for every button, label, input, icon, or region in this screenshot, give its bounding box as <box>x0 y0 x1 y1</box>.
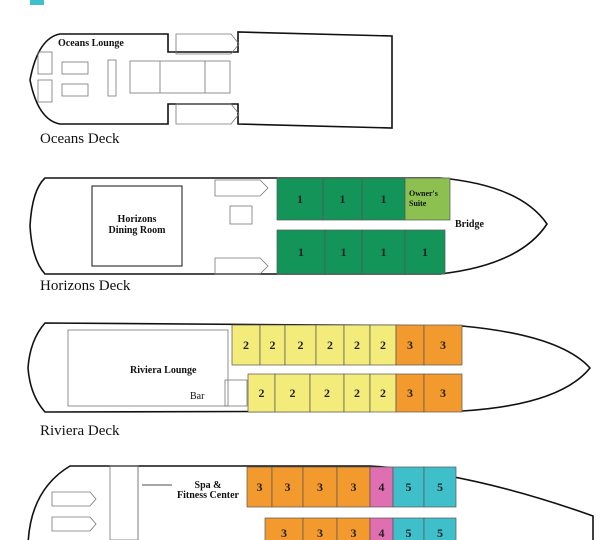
legend-swatch <box>30 0 44 5</box>
cabin-category-label: 1 <box>381 245 387 259</box>
horizons-cabin[interactable] <box>324 229 363 275</box>
cabin-category-label: 2 <box>270 338 276 352</box>
cabin-category-label: 3 <box>285 480 291 494</box>
riviera-cabin[interactable] <box>423 373 463 413</box>
riviera-lounge-label: Riviera Lounge <box>130 365 197 376</box>
horizons-cabin[interactable] <box>361 177 406 221</box>
cabin-category-label: 1 <box>298 245 304 259</box>
spa-cabin[interactable] <box>246 466 273 508</box>
cabin-category-label: 5 <box>406 526 412 540</box>
spa-cabin[interactable] <box>336 466 371 508</box>
bridge-label: Bridge <box>455 219 484 230</box>
riviera-cabin[interactable] <box>395 373 425 413</box>
cabin-category-label: 5 <box>406 480 412 494</box>
spa-cabin[interactable] <box>423 517 457 540</box>
cabin-category-label: 3 <box>351 480 357 494</box>
spa-label-1: Spa & <box>195 480 222 491</box>
riviera-cabin[interactable] <box>259 324 286 366</box>
cabin-category-label: 1 <box>340 192 346 206</box>
cabin-category-label: 2 <box>243 338 249 352</box>
cabin-category-label: 3 <box>317 480 323 494</box>
horizons-dining-label-1: Horizons <box>118 214 157 225</box>
spa-cabin[interactable] <box>423 466 457 508</box>
spa-deck: 3 3 3 3 4 5 5 3 3 3 4 5 5 Spa & Fitness Center <box>27 465 594 540</box>
spa-cabin[interactable] <box>271 466 304 508</box>
cabin-category-label: 3 <box>351 526 357 540</box>
riviera-cabin[interactable] <box>343 373 371 413</box>
bar-label: Bar <box>190 391 205 402</box>
cabin-category-label: 3 <box>407 386 413 400</box>
cabin-category-label: 5 <box>437 480 443 494</box>
cabin-category-label: 2 <box>354 386 360 400</box>
cabin-category-label: 1 <box>341 245 347 259</box>
cabin-category-label: 3 <box>317 526 323 540</box>
owners-suite-label-1: Owner's <box>409 189 438 198</box>
owners-suite-label-2: Suite <box>409 199 427 208</box>
cabin-category-label: 4 <box>379 480 385 494</box>
cabin-category-label: 2 <box>259 386 265 400</box>
riviera-cabin[interactable] <box>247 373 276 413</box>
riviera-cabin[interactable] <box>343 324 371 366</box>
cabin-category-label: 2 <box>327 338 333 352</box>
horizons-cabin[interactable] <box>322 177 363 221</box>
oceans-deck: Oceans Lounge Oceans Deck <box>29 31 393 147</box>
cabin-category-label: 2 <box>298 338 304 352</box>
cabin-category-label: 1 <box>381 192 387 206</box>
cabin-category-label: 4 <box>379 526 385 540</box>
riviera-cabin[interactable] <box>231 324 261 366</box>
cabin-category-label: 1 <box>297 192 303 206</box>
riviera-cabin[interactable] <box>423 324 463 366</box>
horizons-dining-label-2: Dining Room <box>109 225 167 236</box>
cabin-category-label: 2 <box>290 386 296 400</box>
cabin-category-label: 3 <box>281 526 287 540</box>
horizons-cabin[interactable] <box>404 229 446 275</box>
spa-label-2: Fitness Center <box>177 490 239 501</box>
horizons-cabin[interactable] <box>404 177 451 221</box>
horizons-cabin[interactable] <box>276 177 324 221</box>
cabin-category-label: 2 <box>324 386 330 400</box>
oceans-deck-title: Oceans Deck <box>40 131 120 147</box>
cabin-category-label: 3 <box>257 480 263 494</box>
cabin-category-label: 5 <box>437 526 443 540</box>
cabin-category-label: 3 <box>440 386 446 400</box>
cabin-category-label: 2 <box>380 338 386 352</box>
oceans-lounge-label: Oceans Lounge <box>58 38 124 49</box>
riviera-cabin[interactable] <box>369 324 397 366</box>
riviera-deck: 2 2 2 2 2 2 3 3 2 2 2 2 2 3 3 Riviera Lounge Bar Rivie… <box>27 322 592 439</box>
riviera-cabin[interactable] <box>309 373 345 413</box>
cabin-category-label: 2 <box>354 338 360 352</box>
cabin-category-label: 1 <box>422 245 428 259</box>
horizons-deck: 1 1 1 1 1 1 1 Horizons Dining Room Owner's Sui… <box>29 177 548 294</box>
riviera-deck-title: Riviera Deck <box>40 423 120 439</box>
horizons-deck-title: Horizons Deck <box>40 278 131 294</box>
oceans-hull <box>29 31 393 129</box>
cabin-category-label: 2 <box>380 386 386 400</box>
cabin-category-label: 3 <box>440 338 446 352</box>
cabin-category-label: 3 <box>407 338 413 352</box>
